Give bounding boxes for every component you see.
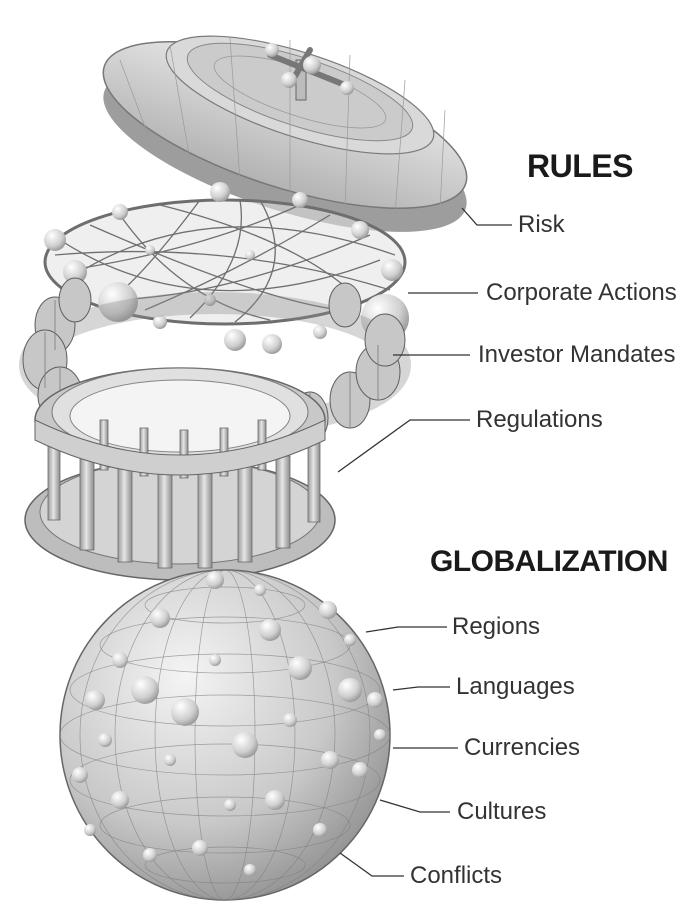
callout-leaders bbox=[337, 207, 512, 877]
risk-label: Risk bbox=[518, 211, 565, 238]
regions-label: Regions bbox=[452, 613, 541, 640]
currencies-label: Currencies bbox=[464, 734, 581, 761]
conflicts-leader bbox=[339, 852, 404, 877]
cultures-leader bbox=[379, 799, 450, 813]
risk-leader bbox=[461, 207, 512, 226]
conflicts-label: Conflicts bbox=[410, 862, 503, 889]
risk-disc-layer bbox=[102, 35, 468, 232]
corporate-actions-label: Corporate Actions bbox=[486, 279, 677, 306]
regions-leader bbox=[365, 626, 447, 633]
investor-mandates-label: Investor Mandates bbox=[478, 341, 676, 368]
rules-heading: RULES bbox=[527, 148, 633, 184]
languages-label: Languages bbox=[456, 673, 575, 700]
globalization-globe-layer bbox=[59, 569, 391, 901]
regulations-label: Regulations bbox=[476, 406, 603, 433]
regulations-colonnade-layer bbox=[24, 367, 336, 581]
regulations-leader bbox=[337, 419, 470, 473]
globalization-heading: GLOBALIZATION bbox=[430, 545, 668, 578]
languages-leader bbox=[392, 686, 450, 691]
corporate-actions-ring-layer bbox=[43, 182, 409, 354]
cultures-label: Cultures bbox=[457, 798, 547, 825]
